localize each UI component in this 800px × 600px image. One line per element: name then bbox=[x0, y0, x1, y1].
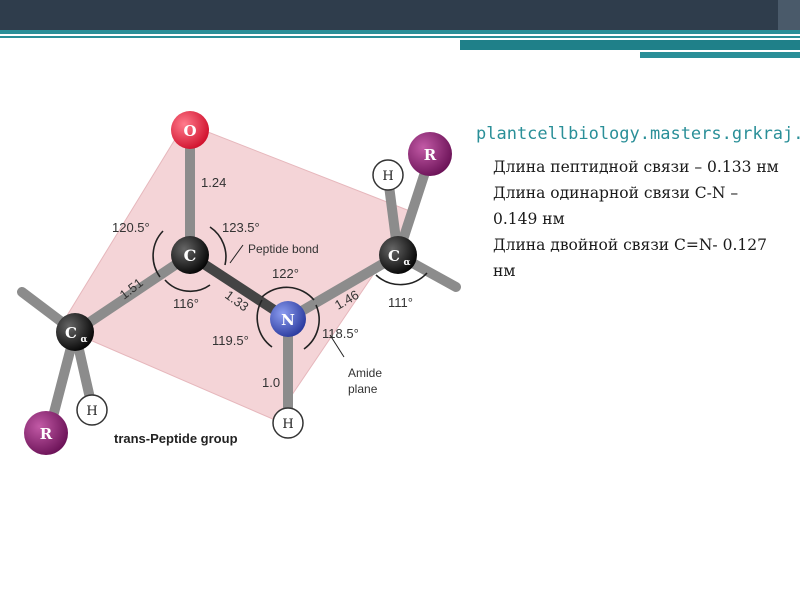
accent-bar bbox=[460, 40, 800, 50]
hydrogen-right-label: H bbox=[382, 169, 393, 184]
angle-118-5-label: 118.5° bbox=[322, 326, 359, 341]
hydrogen-left bbox=[76, 394, 108, 426]
amide-plane-label-2: plane bbox=[348, 382, 378, 396]
carbon-atom bbox=[171, 236, 209, 274]
alpha-carbon-right bbox=[379, 236, 417, 274]
peptide-diagram: O C N C α C α R R H H H 1.24 120.5° 123.… bbox=[0, 95, 470, 465]
angle-123-5-label: 123.5° bbox=[222, 220, 260, 235]
bond-n-ca bbox=[283, 250, 403, 324]
top-bar-corner bbox=[778, 0, 800, 30]
amide-plane-pointer bbox=[329, 334, 345, 358]
angle-119-5-label: 119.5° bbox=[212, 333, 249, 348]
oxygen-label: O bbox=[183, 122, 196, 140]
peptide-bond-pointer bbox=[229, 244, 244, 264]
accent-stripe bbox=[0, 30, 800, 34]
hydrogen-right bbox=[372, 159, 404, 191]
angle-122-label: 122° bbox=[272, 266, 299, 281]
arc-123-5 bbox=[209, 226, 227, 266]
alpha-carbon-right-label: C bbox=[388, 247, 400, 265]
fact-single-bond: Длина одинарной связи C-N – 0.149 нм bbox=[493, 184, 739, 228]
carbon-label: C bbox=[184, 246, 197, 265]
bond-ca-c bbox=[70, 250, 195, 337]
arc-118-5 bbox=[303, 304, 320, 350]
alpha-carbon-left-label: C bbox=[65, 324, 77, 342]
peptide-bond-line bbox=[185, 250, 293, 324]
arc-120-5 bbox=[152, 230, 164, 278]
text-panel: plantcellbiology.masters.grkraj.o Длина … bbox=[476, 122, 800, 284]
accent-bar-small bbox=[640, 52, 800, 58]
hydrogen-n bbox=[272, 407, 304, 439]
alpha-carbon-left-sub: α bbox=[81, 335, 88, 345]
bond-length-list: Длина пептидной связи – 0.133 нм Длина о… bbox=[476, 154, 786, 284]
bond-co-length: 1.24 bbox=[201, 175, 226, 190]
angle-arcs bbox=[152, 226, 428, 350]
hydrogen-n-label: H bbox=[282, 417, 293, 432]
alpha-carbon-left bbox=[56, 313, 94, 351]
r-group-right-label: R bbox=[424, 146, 437, 164]
amide-plane-label-1: Amide bbox=[348, 366, 382, 380]
nitrogen-atom bbox=[270, 301, 306, 337]
top-bar bbox=[0, 0, 800, 30]
peptide-bond-label: Peptide bond bbox=[248, 242, 319, 256]
arc-119-5 bbox=[256, 299, 273, 348]
arc-122 bbox=[261, 286, 315, 301]
fact-peptide-bond: Длина пептидной связи – 0.133 нм bbox=[493, 158, 779, 176]
hydrogen-left-label: H bbox=[86, 404, 97, 419]
nitrogen-label: N bbox=[281, 311, 295, 329]
source-link[interactable]: plantcellbiology.masters.grkraj.o bbox=[476, 124, 800, 144]
bond-n-h-length: 1.0 bbox=[262, 375, 280, 390]
fact-double-bond: Длина двойной связи C=N- 0.127 нм bbox=[493, 236, 767, 280]
oxygen-atom bbox=[171, 111, 209, 149]
angle-116-label: 116° bbox=[173, 296, 199, 311]
arc-111 bbox=[375, 272, 428, 286]
diagram-caption: trans-Peptide group bbox=[114, 431, 238, 446]
alpha-carbon-right-sub: α bbox=[404, 258, 411, 268]
r-group-left bbox=[24, 411, 68, 455]
angle-120-5-label: 120.5° bbox=[112, 220, 150, 235]
peptide-svg: O C N C α C α R R H H H 1.24 120.5° 123.… bbox=[17, 111, 461, 455]
r-group-left-label: R bbox=[40, 425, 53, 443]
r-group-right bbox=[408, 132, 452, 176]
arc-116 bbox=[164, 279, 211, 293]
angle-111-label: 111° bbox=[388, 295, 413, 310]
accent-stripe-thin bbox=[0, 36, 800, 38]
